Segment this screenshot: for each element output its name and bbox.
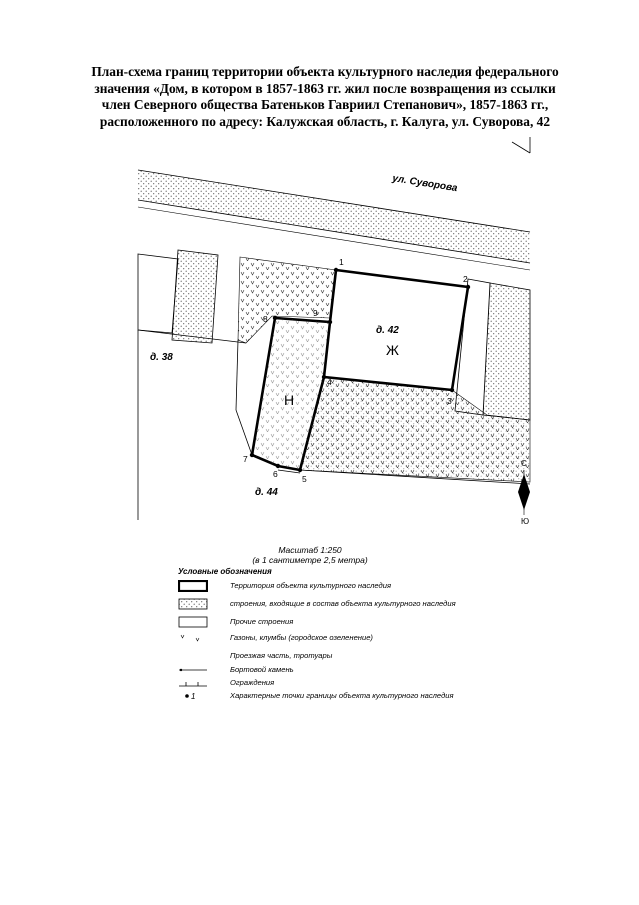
- point-label-2: 2: [463, 274, 468, 284]
- house-44-label: д. 44: [255, 487, 278, 498]
- legend-label-heritage-buildings: строения, входящие в состав объекта куль…: [230, 599, 456, 608]
- legend-point-number: 1: [191, 692, 195, 701]
- title-line-1: План-схема границ территории объекта кул…: [91, 64, 559, 79]
- legend-label-points: Характерные точки границы объекта культу…: [230, 691, 454, 700]
- street-label: ул. Суворова: [391, 173, 459, 194]
- boundary-point-4: [321, 374, 327, 380]
- legend-label-other-buildings: Прочие строения: [230, 617, 294, 626]
- boundary-point-3: [449, 387, 455, 393]
- point-label-3: 3: [447, 396, 452, 406]
- map-title: План-схема границ территории объекта кул…: [30, 64, 620, 130]
- compass-north: С: [521, 459, 527, 468]
- legend-label-lawns: Газоны, клумбы (городское озеленение): [230, 633, 373, 642]
- heritage-territory-boundary: [250, 268, 470, 472]
- legend-symbol-empty: [178, 650, 208, 662]
- legend-symbol-curb: [178, 664, 208, 676]
- scale-block: Масштаб 1:250 (в 1 сантиметре 2,5 метра): [240, 545, 380, 565]
- point-label-9: 9: [313, 308, 318, 318]
- title-line-3: член Северного общества Батеньков Гаврии…: [101, 97, 549, 112]
- boundary-point-2: [465, 284, 471, 290]
- point-label-7: 7: [243, 454, 248, 464]
- house-38-label: д. 38: [150, 352, 173, 363]
- legend-label-curb: Бортовой камень: [230, 665, 294, 674]
- legend-label-roads: Проезжая часть, тротуары: [230, 651, 333, 660]
- title-line-2: значения «Дом, в котором в 1857-1863 гг.…: [94, 80, 556, 96]
- point-label-4: 4: [327, 377, 332, 387]
- legend-title: Условные обозначения: [178, 567, 272, 576]
- building-labels: д. 42 Ж д. 38 д. 44 Н: [150, 325, 399, 498]
- compass-icon: С Ю: [518, 459, 530, 526]
- house-42-label: д. 42: [376, 325, 399, 336]
- compass-south: Ю: [521, 517, 529, 526]
- lot-line-44: [277, 469, 301, 474]
- boundary-point-7: [249, 452, 255, 458]
- legend-symbol-territory: [178, 580, 208, 592]
- legend-label-fence: Ограждения: [230, 678, 275, 687]
- curb-line: [299, 469, 531, 485]
- legend-symbol-dotted: [178, 598, 208, 610]
- boundary-point-5: [297, 467, 303, 473]
- point-label-1: 1: [339, 257, 344, 267]
- boundary-point-9: [327, 319, 333, 325]
- boundary-points: [249, 267, 471, 473]
- boundary-point-6: [275, 463, 281, 469]
- point-label-6: 6: [273, 469, 278, 479]
- boundary-point-labels: 1 2 3 4 5 6 7 8 9: [243, 257, 468, 484]
- legend-label-territory: Территория объекта культурного наследия: [230, 581, 392, 590]
- boundary-point-1: [333, 267, 339, 273]
- point-label-5: 5: [302, 474, 307, 484]
- legend-symbol-plain: [178, 616, 208, 628]
- street-band: [137, 169, 531, 271]
- other-buildings: [137, 249, 531, 520]
- lot-line-38: [235, 339, 239, 411]
- nonresidential-mark: Н: [284, 392, 294, 408]
- legend-symbol-lawn: [178, 632, 208, 644]
- boundary-point-8: [272, 315, 278, 321]
- scale-ratio: Масштаб 1:250: [278, 545, 342, 555]
- residential-mark: Ж: [386, 342, 399, 358]
- title-line-4: расположенного по адресу: Калужская обла…: [99, 113, 551, 129]
- point-label-8: 8: [263, 314, 268, 324]
- legend-symbol-point: 1: [178, 690, 208, 702]
- north-pointer-line: [511, 141, 531, 154]
- legend-symbol-fence: [178, 677, 208, 689]
- lot-line-38b: [235, 409, 253, 456]
- scale-note: (в 1 сантиметре 2,5 метра): [252, 555, 368, 565]
- lawn-areas: [237, 256, 531, 483]
